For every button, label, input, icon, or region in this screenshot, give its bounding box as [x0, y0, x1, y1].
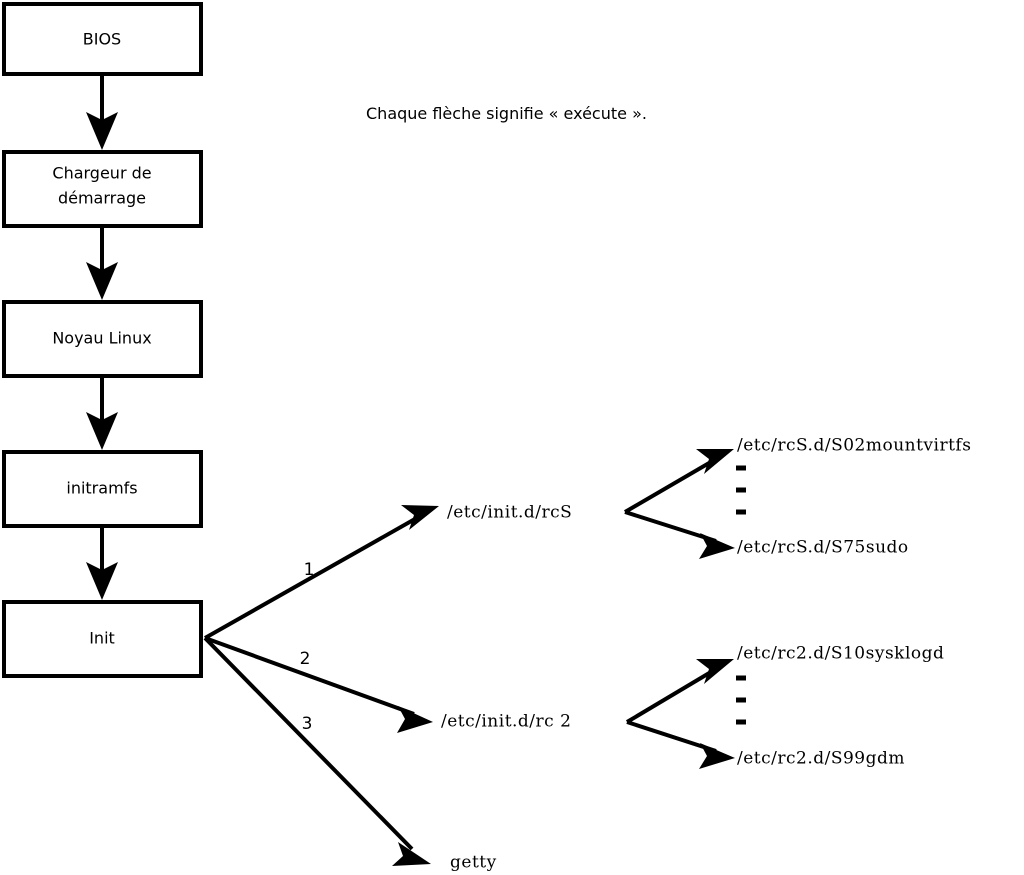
arrowhead-icon [397, 706, 433, 733]
label-rcs-first-script: /etc/rcS.d/S02mountvirtfs [737, 436, 971, 456]
arrow-init-to-rcs: 1 [204, 505, 439, 640]
arrow-initramfs-to-init [86, 526, 118, 600]
arrowhead-icon [86, 112, 118, 150]
arrow-rcs-to-last-script [624, 510, 735, 559]
kernel-label: Noyau Linux [52, 329, 151, 348]
label-getty: getty [450, 853, 497, 873]
arrowhead-icon [392, 842, 431, 866]
rc2-ellipsis [736, 675, 746, 725]
arrowhead-icon [699, 743, 735, 769]
arrowhead-icon [86, 262, 118, 300]
node-initramfs: initramfs [2, 450, 203, 528]
bios-label: BIOS [83, 30, 121, 49]
branch-number-2: 2 [300, 649, 311, 669]
node-bootloader: Chargeur de démarrage [2, 150, 203, 228]
rcs-ellipsis [736, 465, 746, 515]
node-bios: BIOS [2, 2, 203, 76]
arrow-init-to-getty: 3 [203, 636, 431, 866]
node-kernel: Noyau Linux [2, 300, 203, 378]
node-init: Init [2, 600, 203, 678]
kernel-box [2, 300, 203, 378]
init-label: Init [89, 629, 115, 648]
branch-number-3: 3 [302, 714, 313, 734]
arrow-rc2-to-first-script [625, 659, 734, 724]
arrow-bootloader-to-kernel [86, 226, 118, 300]
arrowhead-icon [699, 533, 735, 559]
arrow-kernel-to-initramfs [86, 376, 118, 450]
arrow-init-to-rc2: 2 [204, 636, 433, 733]
arrowhead-icon [86, 412, 118, 450]
arrow-bios-to-bootloader [86, 76, 118, 150]
arrow-rc2-to-last-script [626, 720, 735, 769]
initramfs-label: initramfs [66, 479, 137, 498]
label-init-d-rc2: /etc/init.d/rc 2 [441, 712, 571, 732]
arrowhead-icon [401, 505, 439, 530]
bootloader-label-line2: démarrage [58, 189, 146, 208]
label-rc2-last-script: /etc/rc2.d/S99gdm [737, 749, 905, 769]
arrowhead-icon [696, 659, 734, 684]
bootloader-box [2, 150, 203, 228]
arrowhead-icon [696, 449, 734, 474]
label-rc2-first-script: /etc/rc2.d/S10sysklogd [737, 644, 944, 664]
branch-number-1: 1 [304, 560, 315, 580]
arrow-rcs-to-first-script [623, 449, 734, 514]
label-init-d-rcs: /etc/init.d/rcS [447, 503, 572, 523]
init-box [2, 600, 203, 678]
bios-box [2, 2, 203, 76]
caption-text: Chaque flèche signifie « exécute ». [366, 104, 647, 123]
label-rcs-last-script: /etc/rcS.d/S75sudo [737, 538, 909, 558]
bootloader-label-line1: Chargeur de [52, 164, 151, 183]
arrowhead-icon [86, 562, 118, 600]
